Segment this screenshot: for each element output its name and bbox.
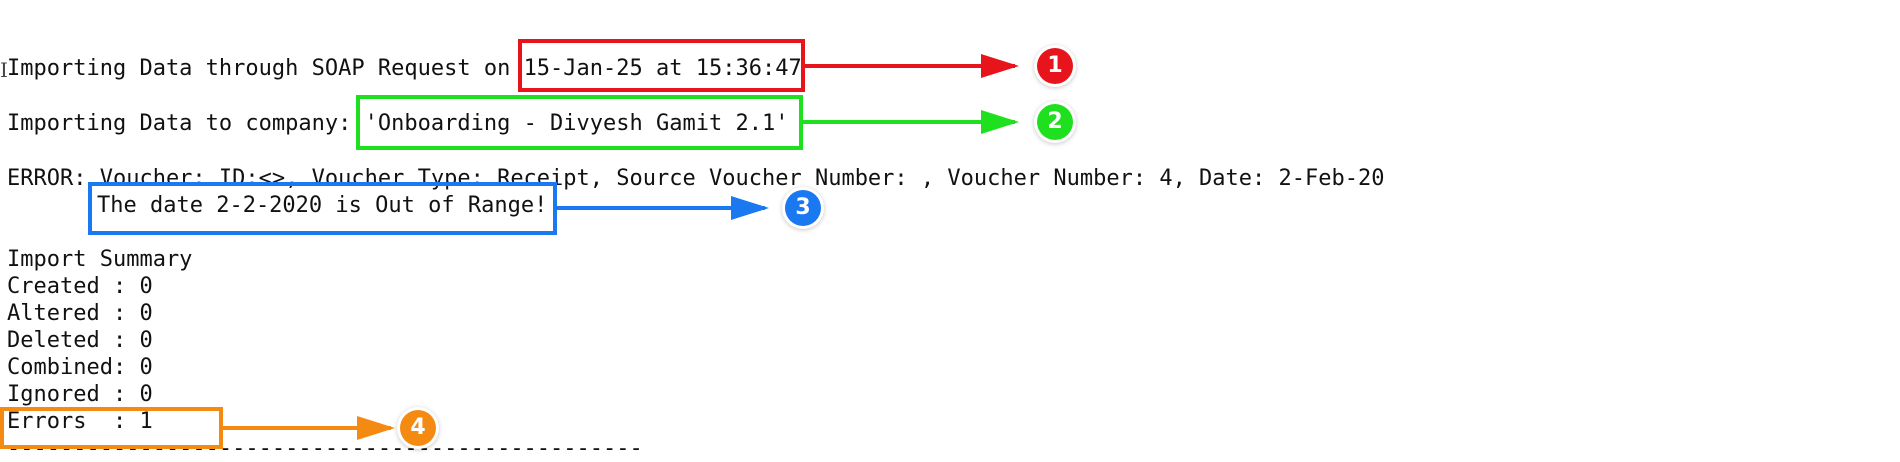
error-line: ERROR: Voucher: ID:<>, Voucher Type: Rec…	[7, 166, 1385, 191]
summary-ignored: Ignored : 0	[7, 382, 153, 407]
highlight-box-company	[356, 95, 803, 150]
summary-deleted: Deleted : 0	[7, 328, 153, 353]
summary-created: Created : 0	[7, 274, 153, 299]
summary-combined: Combined: 0	[7, 355, 153, 380]
highlight-box-timestamp	[518, 39, 805, 92]
import-header-prefix: Importing Data through SOAP Request on	[7, 56, 524, 81]
error-detail: The date 2-2-2020 is Out of Range!	[97, 193, 548, 218]
annotation-badge-3: 3	[785, 190, 821, 226]
annotation-badge-1: 1	[1037, 48, 1073, 84]
import-timestamp: 15-Jan-25 at 15:36:47	[523, 56, 802, 81]
import-company-name: 'Onboarding - Divyesh Gamit 2.1'	[364, 111, 789, 136]
import-header-line: Importing Data through SOAP Request on 1…	[7, 55, 802, 82]
arrow-2-icon	[803, 110, 1019, 134]
import-company-prefix: Importing Data to company:	[7, 111, 365, 136]
text-cursor-icon: I	[0, 58, 8, 82]
annotation-badge-4: 4	[400, 410, 436, 446]
summary-altered: Altered : 0	[7, 301, 153, 326]
highlight-box-error-detail	[88, 182, 557, 235]
summary-title: Import Summary	[7, 247, 193, 272]
highlight-box-errors	[0, 407, 223, 449]
annotation-badge-2: 2	[1037, 104, 1073, 140]
arrow-1-icon	[805, 54, 1019, 78]
arrow-4-icon	[223, 416, 395, 440]
arrow-3-icon	[557, 196, 769, 220]
import-company-line: Importing Data to company: 'Onboarding -…	[7, 110, 788, 137]
summary-errors: Errors : 1	[7, 409, 153, 434]
